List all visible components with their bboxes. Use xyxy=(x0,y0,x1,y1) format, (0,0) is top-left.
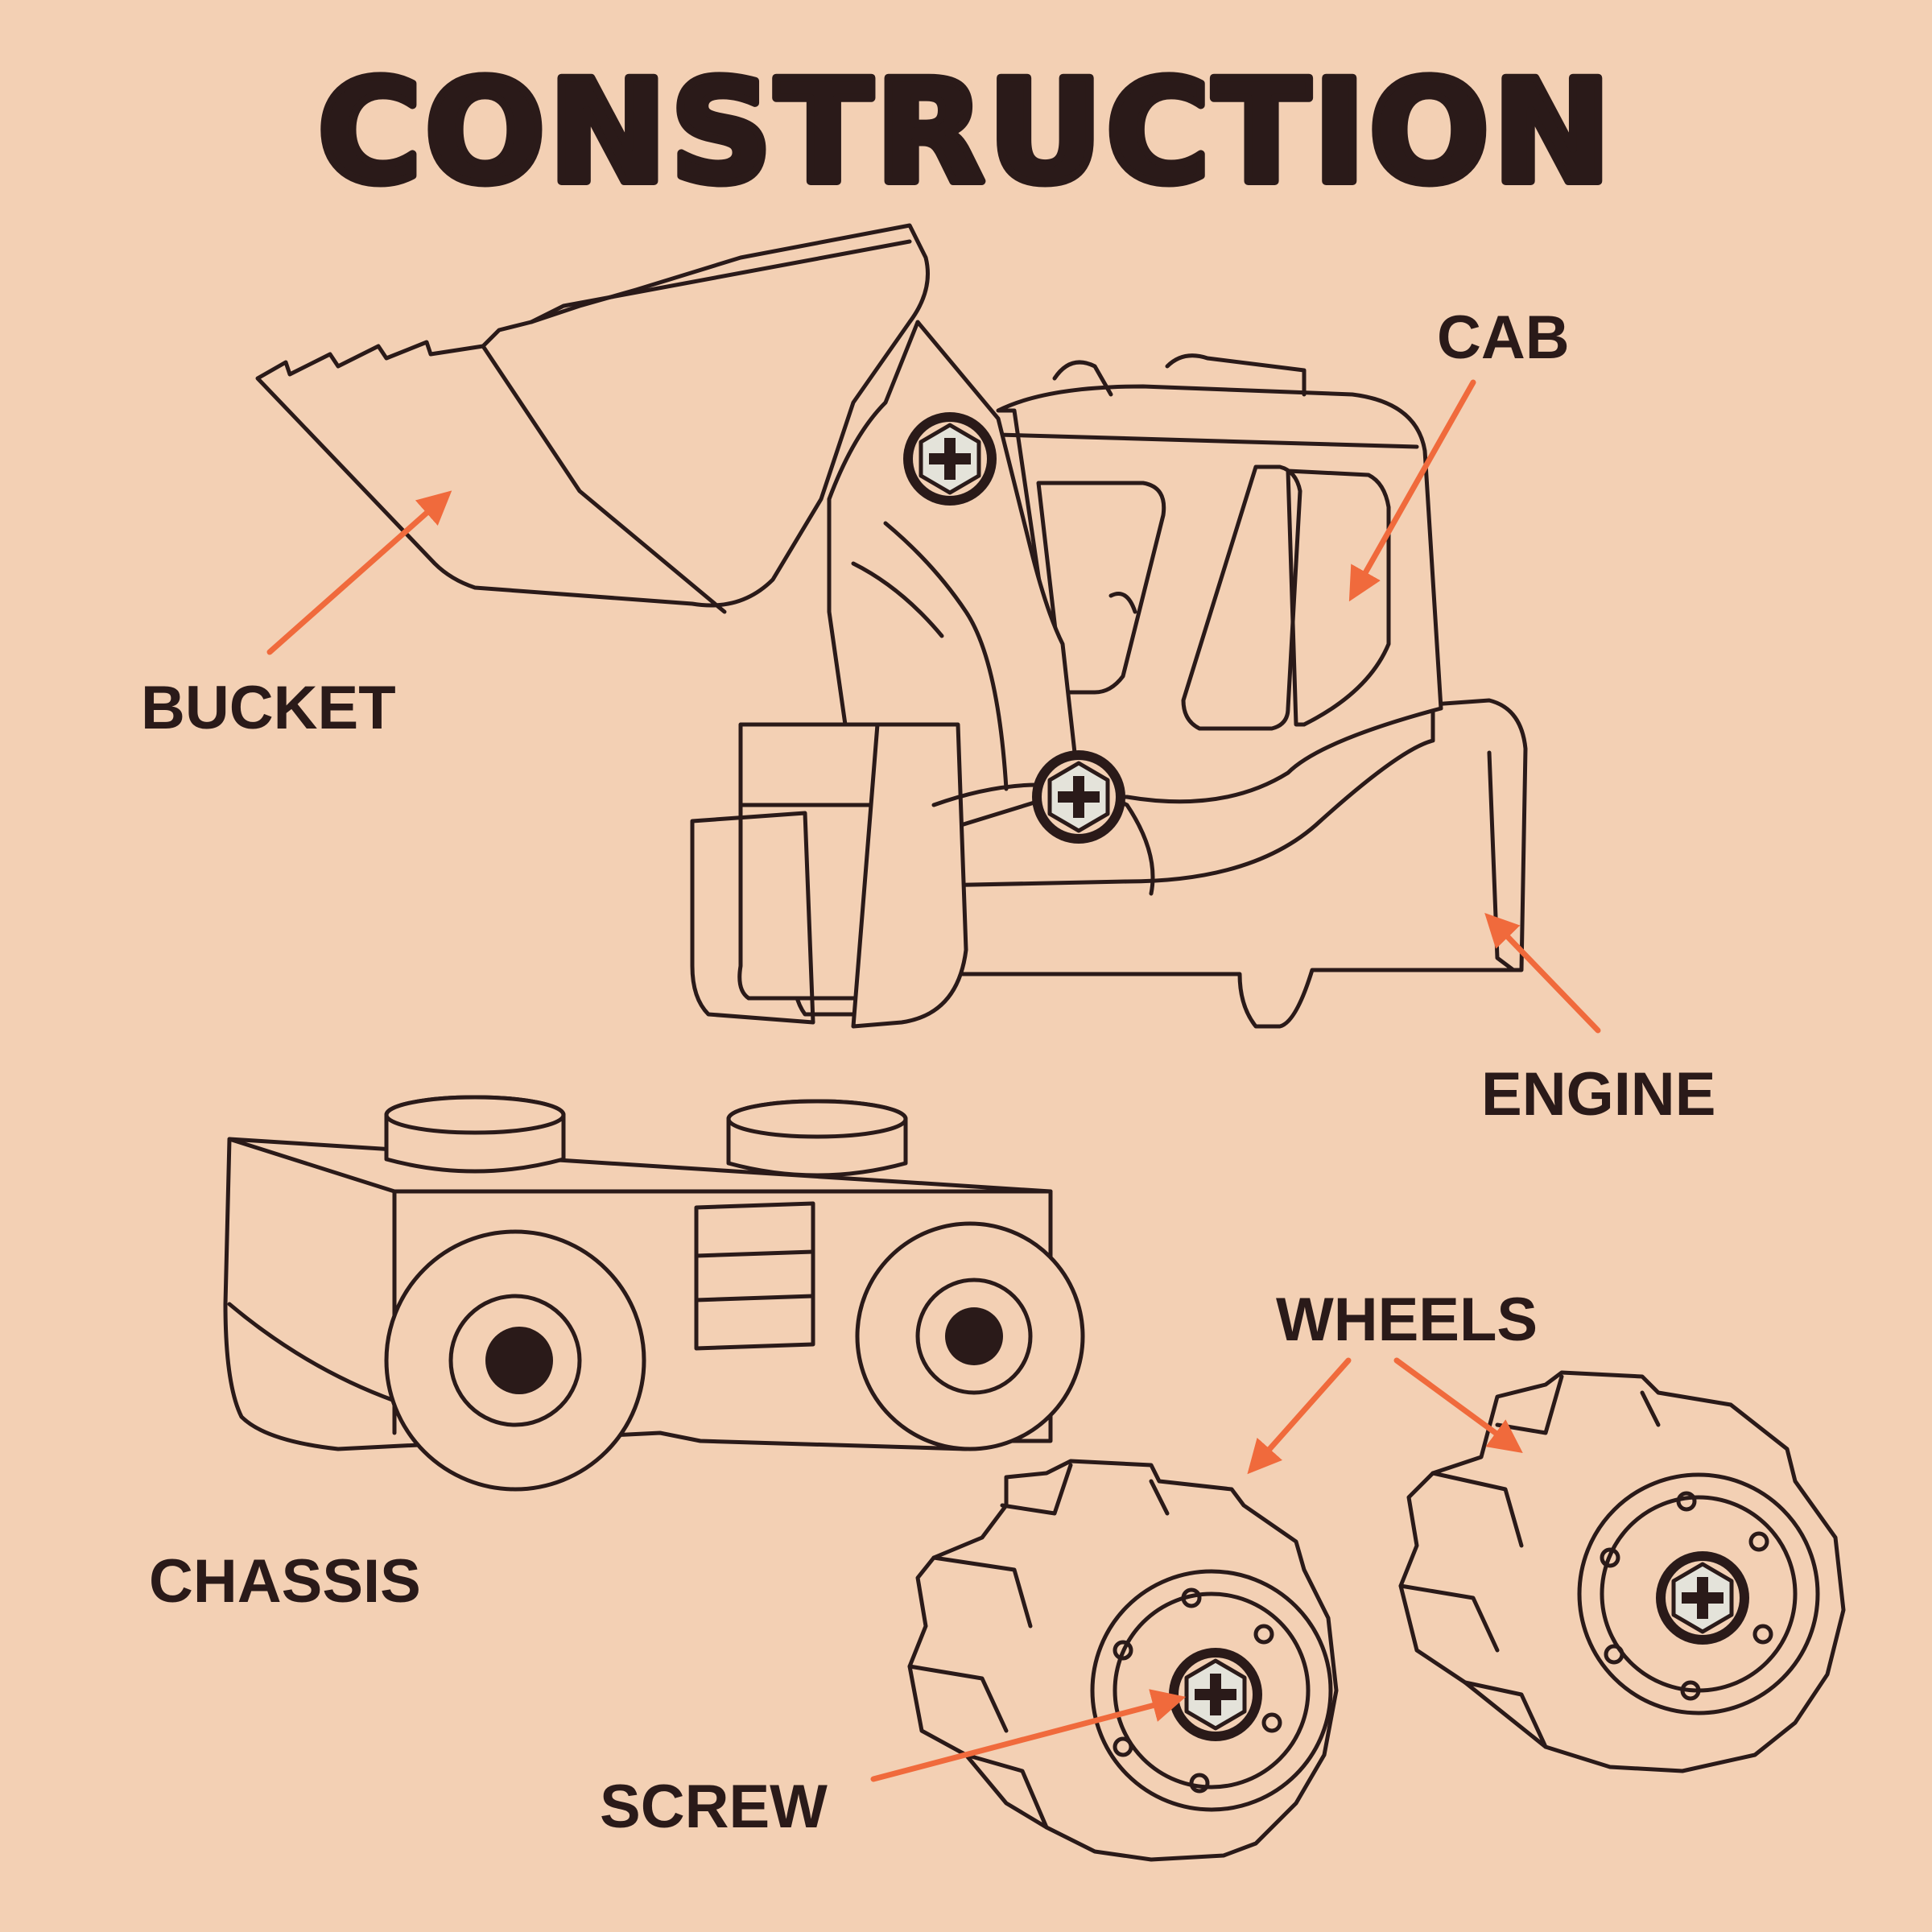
label-cab: CAB xyxy=(1437,303,1570,372)
wheel-1-illustration xyxy=(907,1459,1339,1862)
chassis-illustration xyxy=(223,1095,1085,1492)
wheel-2-screw xyxy=(1656,1551,1749,1645)
cab-arrow xyxy=(1348,379,1476,602)
wheels-arrow-left xyxy=(1247,1357,1352,1475)
screw-arrow xyxy=(870,1689,1187,1782)
label-engine: ENGINE xyxy=(1481,1060,1715,1129)
label-bucket: BUCKET xyxy=(141,674,396,742)
wheels-arrow-right xyxy=(1393,1357,1523,1453)
wheel-1-screw xyxy=(1169,1648,1262,1741)
bucket-arrow xyxy=(266,490,452,655)
label-wheels: WHEELS xyxy=(1276,1286,1538,1354)
upper-screw xyxy=(903,412,997,506)
loader-illustration xyxy=(255,223,1528,1029)
wheel-2-illustration xyxy=(1398,1370,1846,1773)
label-screw: SCREW xyxy=(600,1773,828,1841)
lower-screw xyxy=(1032,750,1125,844)
engine-arrow xyxy=(1484,912,1601,1034)
page-title: CONSTRUCTION xyxy=(318,50,1615,215)
cab-part xyxy=(996,384,1443,804)
label-chassis: CHASSIS xyxy=(149,1547,421,1616)
